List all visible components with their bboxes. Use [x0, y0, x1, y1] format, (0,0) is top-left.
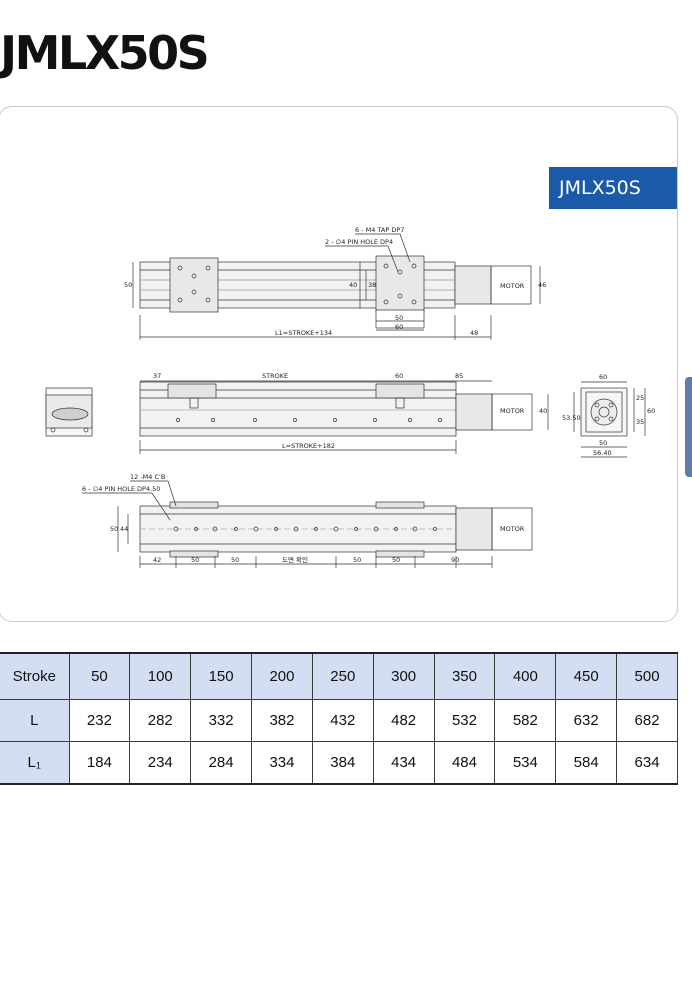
- top-motor-h-dim: 46: [538, 281, 546, 289]
- end-25-dim: 25: [636, 394, 644, 402]
- carriage-b-dim: 38: [368, 281, 376, 289]
- table-cell: 234: [129, 741, 192, 785]
- table-cell: 484: [433, 741, 496, 785]
- side-tab[interactable]: [685, 377, 692, 477]
- bot-44-dim: 44: [120, 525, 128, 533]
- table-row-l: L 232 282 332 382 432 482 532 582 632 68…: [0, 699, 678, 742]
- pin-hole-label: 2 - ∅4 PIN HOLE DP4: [325, 238, 393, 246]
- m4-cb-label: 12 -M4 C'B: [130, 473, 165, 481]
- table-cell: 384: [311, 741, 374, 785]
- table-cell: 682: [616, 699, 678, 742]
- table-row-l1: L₁ 184 234 284 334 384 434 484 534 584 6…: [0, 741, 678, 785]
- carriage-w1-dim: 50: [395, 314, 403, 322]
- row-label-l1: L₁: [0, 741, 70, 785]
- table-header-cell: 400: [494, 652, 557, 700]
- front-85-dim: 85: [455, 372, 463, 380]
- table-cell: 332: [190, 699, 253, 742]
- front-40-dim: 40: [539, 407, 547, 415]
- table-header-cell: 200: [251, 652, 313, 700]
- motor-label-front: MOTOR: [500, 407, 525, 415]
- table-header-cell: Stroke: [0, 652, 70, 700]
- bot-50b-dim: 50: [231, 556, 239, 564]
- table-header-cell: 150: [190, 652, 253, 700]
- bot-50d-dim: 50: [392, 556, 400, 564]
- stroke-length-table: Stroke 50 100 150 200 250 300 350 400 45…: [0, 652, 678, 785]
- bottom-view: [82, 480, 533, 568]
- bot-50a-dim: 50: [191, 556, 199, 564]
- table-cell: 434: [372, 741, 435, 785]
- front-view: [139, 380, 549, 454]
- table-cell: 232: [68, 699, 131, 742]
- top-height-dim: 50: [124, 281, 132, 289]
- table-cell: 382: [251, 699, 313, 742]
- end-60-dim: 60: [599, 373, 607, 381]
- bot-90-dim: 90: [451, 556, 459, 564]
- table-header-cell: 50: [68, 652, 131, 700]
- table-header-row: Stroke 50 100 150 200 250 300 350 400 45…: [0, 652, 678, 700]
- motor-len-dim: 48: [470, 329, 478, 337]
- table-header-cell: 350: [433, 652, 496, 700]
- bot-50c-dim: 50: [353, 556, 361, 564]
- table-cell: 632: [555, 699, 618, 742]
- page-title: JMLX50S: [0, 26, 210, 80]
- table-header-cell: 100: [129, 652, 192, 700]
- end-35-dim: 35: [636, 418, 644, 426]
- l-formula: L=STROKE+182: [282, 442, 335, 450]
- table-cell: 432: [311, 699, 374, 742]
- table-cell: 584: [555, 741, 618, 785]
- pin-hole-b-label: 6 - ∅4 PIN HOLE DP4.50: [82, 485, 160, 493]
- table-header-cell: 300: [372, 652, 435, 700]
- row-label-l: L: [0, 699, 70, 742]
- l1-formula: L1=STROKE+134: [275, 329, 332, 337]
- table-cell: 582: [494, 699, 557, 742]
- end-view-left: [45, 387, 93, 437]
- table-cell: 184: [68, 741, 131, 785]
- tap-label: 6 - M4 TAP DP7: [355, 226, 404, 234]
- stroke-label: STROKE: [262, 372, 288, 380]
- front-60-dim: 60: [395, 372, 403, 380]
- model-badge: JMLX50S: [549, 167, 677, 209]
- table-cell: 532: [433, 699, 496, 742]
- technical-drawing: 6 - M4 TAP DP7 2 - ∅4 PIN HOLE DP4 50 40…: [45, 226, 655, 568]
- table-cell: 634: [616, 741, 678, 785]
- bot-50-dim: 50: [110, 525, 118, 533]
- table-cell: 334: [251, 741, 313, 785]
- front-37-dim: 37: [153, 372, 161, 380]
- table-header-cell: 450: [555, 652, 618, 700]
- carriage-a-dim: 40: [349, 281, 357, 289]
- table-header-cell: 500: [616, 652, 678, 700]
- table-cell: 282: [129, 699, 192, 742]
- motor-label-top: MOTOR: [500, 282, 525, 290]
- end-60r-dim: 60: [647, 407, 655, 415]
- motor-label-bottom: MOTOR: [500, 525, 525, 533]
- end-5640-dim: 56.40: [593, 449, 612, 457]
- end-view-right: [573, 381, 646, 458]
- carriage-w2-dim: 60: [395, 323, 403, 331]
- table-cell: 482: [372, 699, 435, 742]
- top-view: [132, 233, 541, 340]
- table-header-cell: 250: [311, 652, 374, 700]
- bot-42-dim: 42: [153, 556, 161, 564]
- check-drawing-label: 도면 확인: [282, 555, 308, 564]
- end-50-dim: 50: [599, 439, 607, 447]
- table-cell: 284: [190, 741, 253, 785]
- end-5350-dim: 53.50: [562, 414, 581, 422]
- table-cell: 534: [494, 741, 557, 785]
